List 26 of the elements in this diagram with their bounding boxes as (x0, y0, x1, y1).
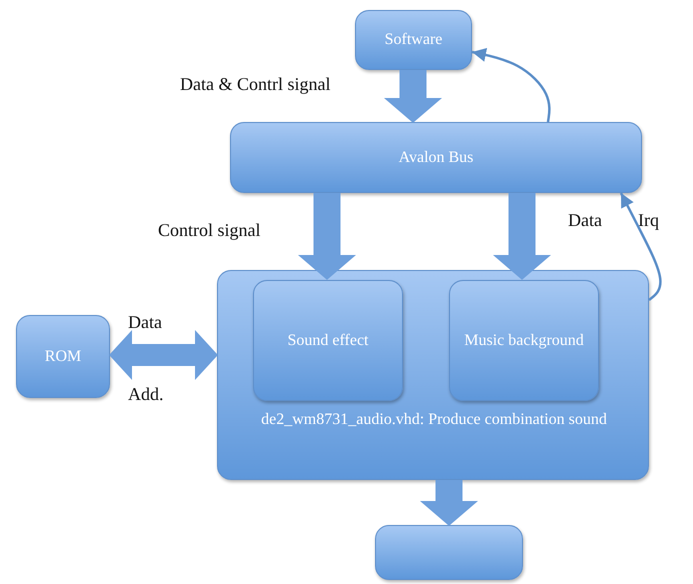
module-box (217, 270, 649, 480)
submodule-box (253, 280, 403, 401)
memory-box (16, 315, 110, 398)
edge-label: Control signal (158, 220, 260, 241)
edge-label: Data (568, 210, 602, 231)
block-arrow (109, 330, 218, 380)
node-label: Sound effect (286, 330, 370, 351)
arrow (472, 48, 551, 122)
node-label: Music background (463, 330, 585, 351)
signal-label: Add. (128, 384, 164, 405)
chip-box (375, 525, 523, 580)
arrow (620, 192, 662, 301)
node-label: ROM (44, 346, 82, 367)
block-arrow (493, 193, 551, 280)
node-label: de2_wm8731_audio.vhd: Produce combination sound (260, 410, 608, 430)
node-label: Avalon Bus (398, 148, 474, 168)
software-box (355, 10, 472, 70)
edge-label: Irq (638, 210, 659, 231)
block-arrow (298, 193, 356, 280)
node-label: Software (384, 30, 444, 50)
edge-label: Data & Contrl signal (180, 74, 330, 95)
edge-label: Data (128, 312, 162, 333)
submodule-box (449, 280, 599, 401)
bus-box (230, 122, 642, 193)
block-arrow (384, 70, 442, 123)
block-arrow (420, 480, 478, 526)
